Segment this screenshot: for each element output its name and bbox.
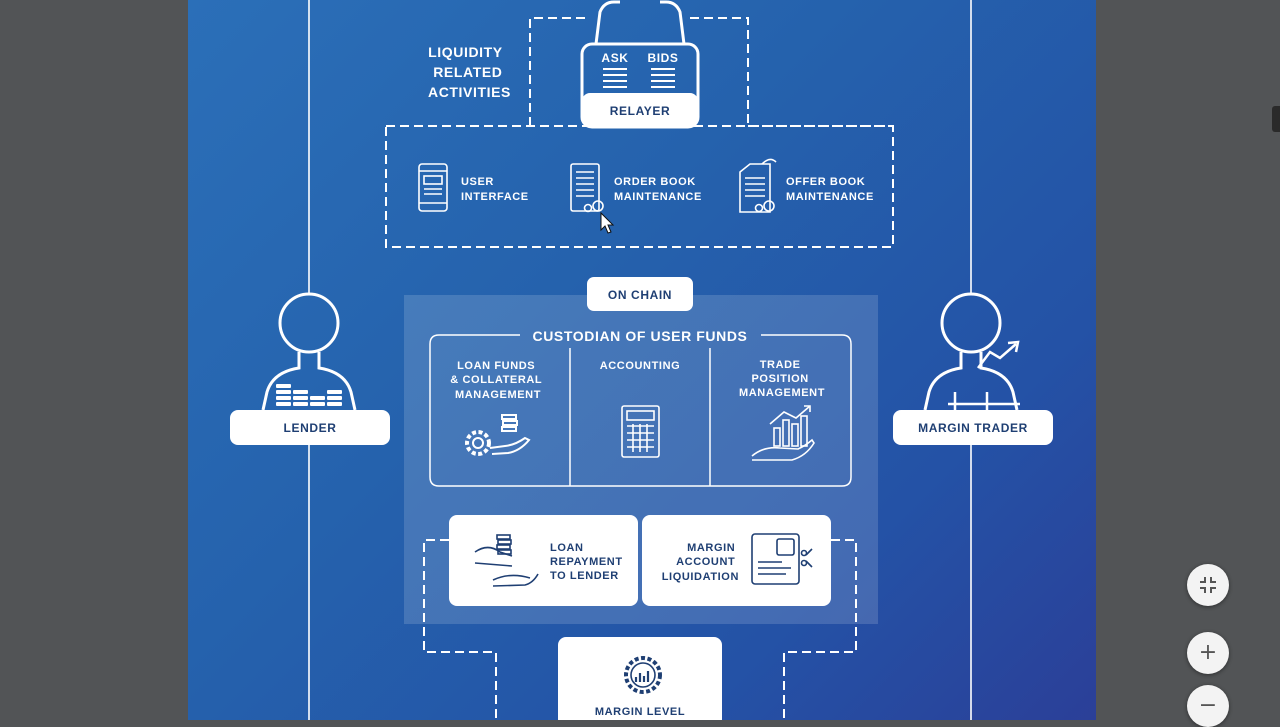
margin-trader-box	[893, 410, 1053, 445]
user-interface-label: USER INTERFACE	[461, 176, 529, 203]
exit-fullscreen-button[interactable]	[1187, 564, 1229, 606]
zoom-in-button[interactable]: +	[1187, 632, 1229, 674]
exit-fullscreen-icon	[1200, 577, 1216, 593]
margin-level-label: MARGIN LEVEL	[595, 706, 685, 718]
growth-chart-hand-icon	[751, 405, 815, 461]
lender-label: LENDER	[284, 421, 337, 435]
offer-book-label: OFFER BOOK MAINTENANCE	[786, 176, 874, 203]
order-lines-icon	[603, 68, 675, 88]
mouse-cursor-icon	[600, 211, 615, 234]
calculator-icon	[621, 405, 660, 458]
accounting-label: ACCOUNTING	[600, 360, 681, 372]
on-chain-label: ON CHAIN	[608, 288, 672, 302]
margin-trader-label: MARGIN TRADER	[918, 421, 1028, 435]
relayer-node: ASK BIDS RELAYER	[580, 0, 700, 129]
architecture-diagram: LIQUIDITY RELATED ACTIVITIES ASK BIDS RE…	[188, 0, 1096, 720]
custodian-frame	[429, 334, 852, 487]
offer-book-icon	[739, 158, 777, 213]
vertical-rails	[308, 0, 972, 720]
phone-icon	[418, 163, 448, 212]
relayer-ask-label: ASK	[601, 51, 628, 65]
plus-icon: +	[1198, 640, 1218, 665]
gauge-gear-icon	[624, 656, 662, 694]
zoom-out-button[interactable]: −	[1187, 685, 1229, 727]
margin-trader-figure-icon	[923, 292, 1020, 411]
coins-hands-icon	[474, 534, 539, 587]
margin-liquidation-label: MARGIN ACCOUNT LIQUIDATION	[662, 542, 739, 583]
loan-funds-label: LOAN FUNDS & COLLATERAL MANAGEMENT	[450, 360, 545, 401]
lender-figure-icon	[261, 292, 357, 411]
minus-icon: −	[1198, 693, 1218, 718]
gear-coins-hand-icon	[465, 414, 531, 456]
custodian-title: CUSTODIAN OF USER FUNDS	[533, 328, 748, 344]
relayer-label: RELAYER	[610, 104, 670, 118]
loan-repayment-label: LOAN REPAYMENT TO LENDER	[550, 542, 626, 582]
relayer-bids-label: BIDS	[647, 51, 678, 65]
lender-box	[230, 410, 390, 445]
order-book-label: ORDER BOOK MAINTENANCE	[614, 176, 702, 203]
diagram-canvas: LIQUIDITY RELATED ACTIVITIES ASK BIDS RE…	[230, 0, 1053, 720]
on-chain-badge	[587, 277, 693, 311]
scrollbar-handle[interactable]	[1272, 106, 1280, 132]
order-book-icon	[570, 163, 604, 213]
cut-document-icon	[751, 533, 813, 585]
liquidity-title: LIQUIDITY RELATED ACTIVITIES	[428, 44, 511, 100]
trade-position-label: TRADE POSITION MANAGEMENT	[739, 359, 825, 399]
